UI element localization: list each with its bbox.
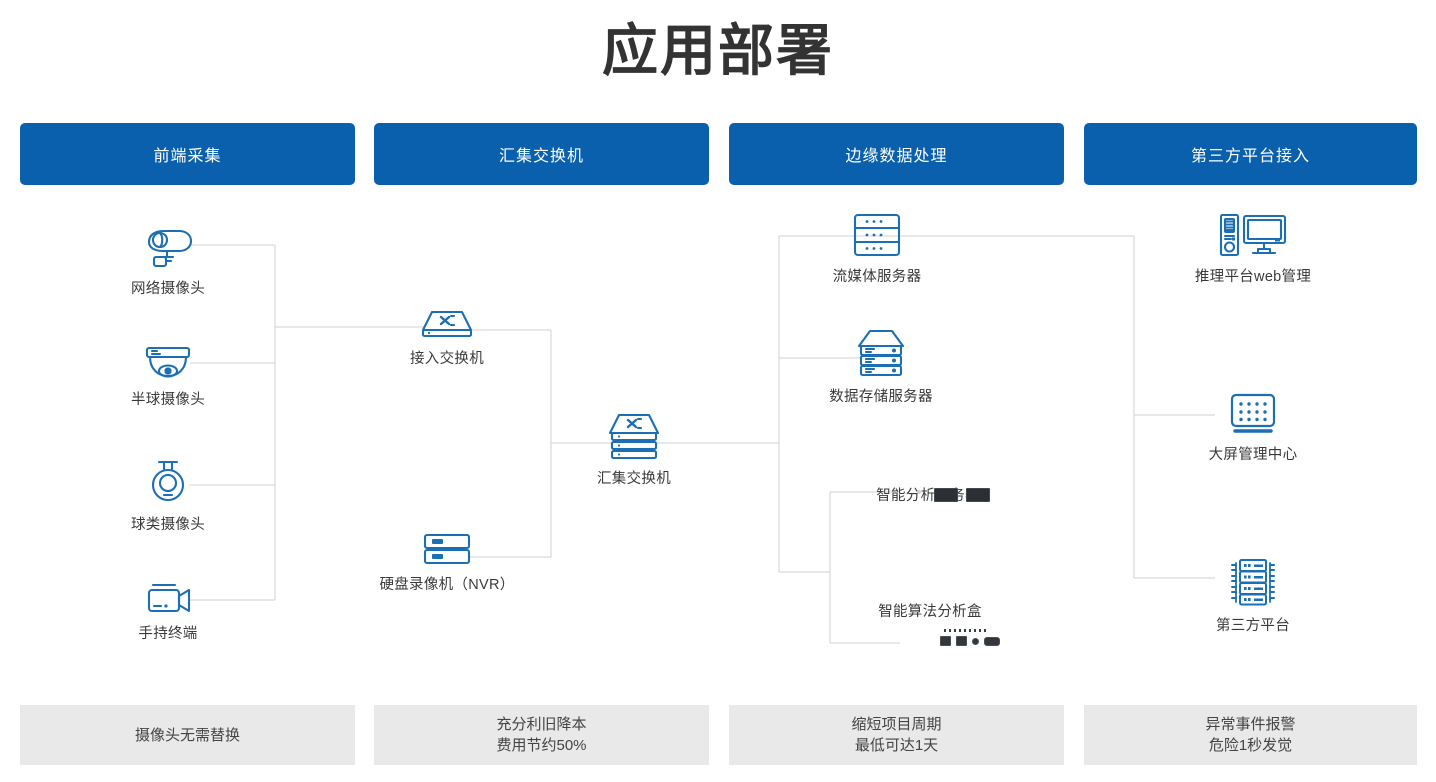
node-storage-server[interactable]: 数据存储服务器 <box>781 328 981 406</box>
column-header-third-party-platform-access[interactable]: 第三方平台接入 <box>1084 123 1417 185</box>
node-network-camera[interactable]: 网络摄像头 <box>68 226 268 298</box>
footer-line: 摄像头无需替换 <box>134 726 240 744</box>
column-header-edge-data-processing[interactable]: 边缘数据处理 <box>729 123 1064 185</box>
footer-line: 危险1秒发觉 <box>1208 737 1293 754</box>
node-label: 智能分析服务器 <box>876 488 980 504</box>
node-label: 网络摄像头 <box>131 281 205 297</box>
footer-benefit-0: 摄像头无需替换 <box>20 705 355 765</box>
node-label: 推理平台web管理 <box>1194 269 1312 285</box>
footer-line: 异常事件报警 <box>1205 716 1296 733</box>
node-ai-analysis-server[interactable]: 智能分析服务器 <box>828 477 1028 505</box>
node-label: 智能算法分析盒 <box>878 604 982 620</box>
node-nvr[interactable]: 硬盘录像机（NVR） <box>347 532 547 594</box>
node-label: 数据存储服务器 <box>829 389 933 405</box>
node-video-wall-management-center[interactable]: 大屏管理中心 <box>1153 392 1353 464</box>
node-dome-camera[interactable]: 半球摄像头 <box>68 345 268 409</box>
node-ai-algorithm-box[interactable]: 智能算法分析盒 <box>830 600 1030 646</box>
dome-camera-icon <box>141 345 195 381</box>
handheld-camcorder-icon <box>142 581 194 615</box>
node-label: 第三方平台 <box>1216 618 1290 634</box>
aggregation-switch-icon <box>606 412 662 460</box>
node-label: 手持终端 <box>138 626 198 642</box>
node-label: 球类摄像头 <box>131 517 205 533</box>
nvr-icon <box>421 532 473 566</box>
footer-line: 费用节约50% <box>496 737 587 754</box>
node-aggregation-switch[interactable]: 汇集交换机 <box>534 412 734 488</box>
node-third-party-platform[interactable]: 第三方平台 <box>1153 557 1353 635</box>
node-label: 半球摄像头 <box>131 392 205 408</box>
storage-server-icon <box>854 328 908 378</box>
footer-line: 缩短项目周期 <box>851 716 942 733</box>
footer-benefit-2: 缩短项目周期 最低可达1天 <box>729 705 1064 765</box>
node-access-switch[interactable]: 接入交换机 <box>347 308 547 368</box>
footer-line: 最低可达1天 <box>854 737 939 754</box>
access-switch-icon <box>419 308 475 340</box>
column-header-aggregation-switch[interactable]: 汇集交换机 <box>374 123 709 185</box>
column-header-front-end-collection[interactable]: 前端采集 <box>20 123 355 185</box>
footer-line: 充分利旧降本 <box>496 716 587 733</box>
node-handheld-terminal[interactable]: 手持终端 <box>68 581 268 643</box>
video-wall-icon <box>1227 392 1279 436</box>
node-label: 大屏管理中心 <box>1208 447 1298 463</box>
node-label: 接入交换机 <box>410 351 484 367</box>
desktop-pc-icon <box>1218 212 1288 258</box>
node-streaming-server[interactable]: 流媒体服务器 <box>777 212 977 286</box>
ptz-ball-camera-icon <box>143 458 193 506</box>
footer-benefit-1: 充分利旧降本 费用节约50% <box>374 705 709 765</box>
page-title: 应用部署 <box>602 19 834 82</box>
node-label: 硬盘录像机（NVR） <box>379 577 515 593</box>
bullet-camera-icon <box>141 226 195 270</box>
node-inference-platform-web-management[interactable]: 推理平台web管理 <box>1153 212 1353 286</box>
third-party-rack-icon <box>1226 557 1280 607</box>
footer-benefit-3: 异常事件报警 危险1秒发觉 <box>1084 705 1417 765</box>
node-ptz-ball-camera[interactable]: 球类摄像头 <box>68 458 268 534</box>
streaming-server-icon <box>850 212 904 258</box>
node-label: 流媒体服务器 <box>832 269 922 285</box>
node-label: 汇集交换机 <box>597 471 671 487</box>
